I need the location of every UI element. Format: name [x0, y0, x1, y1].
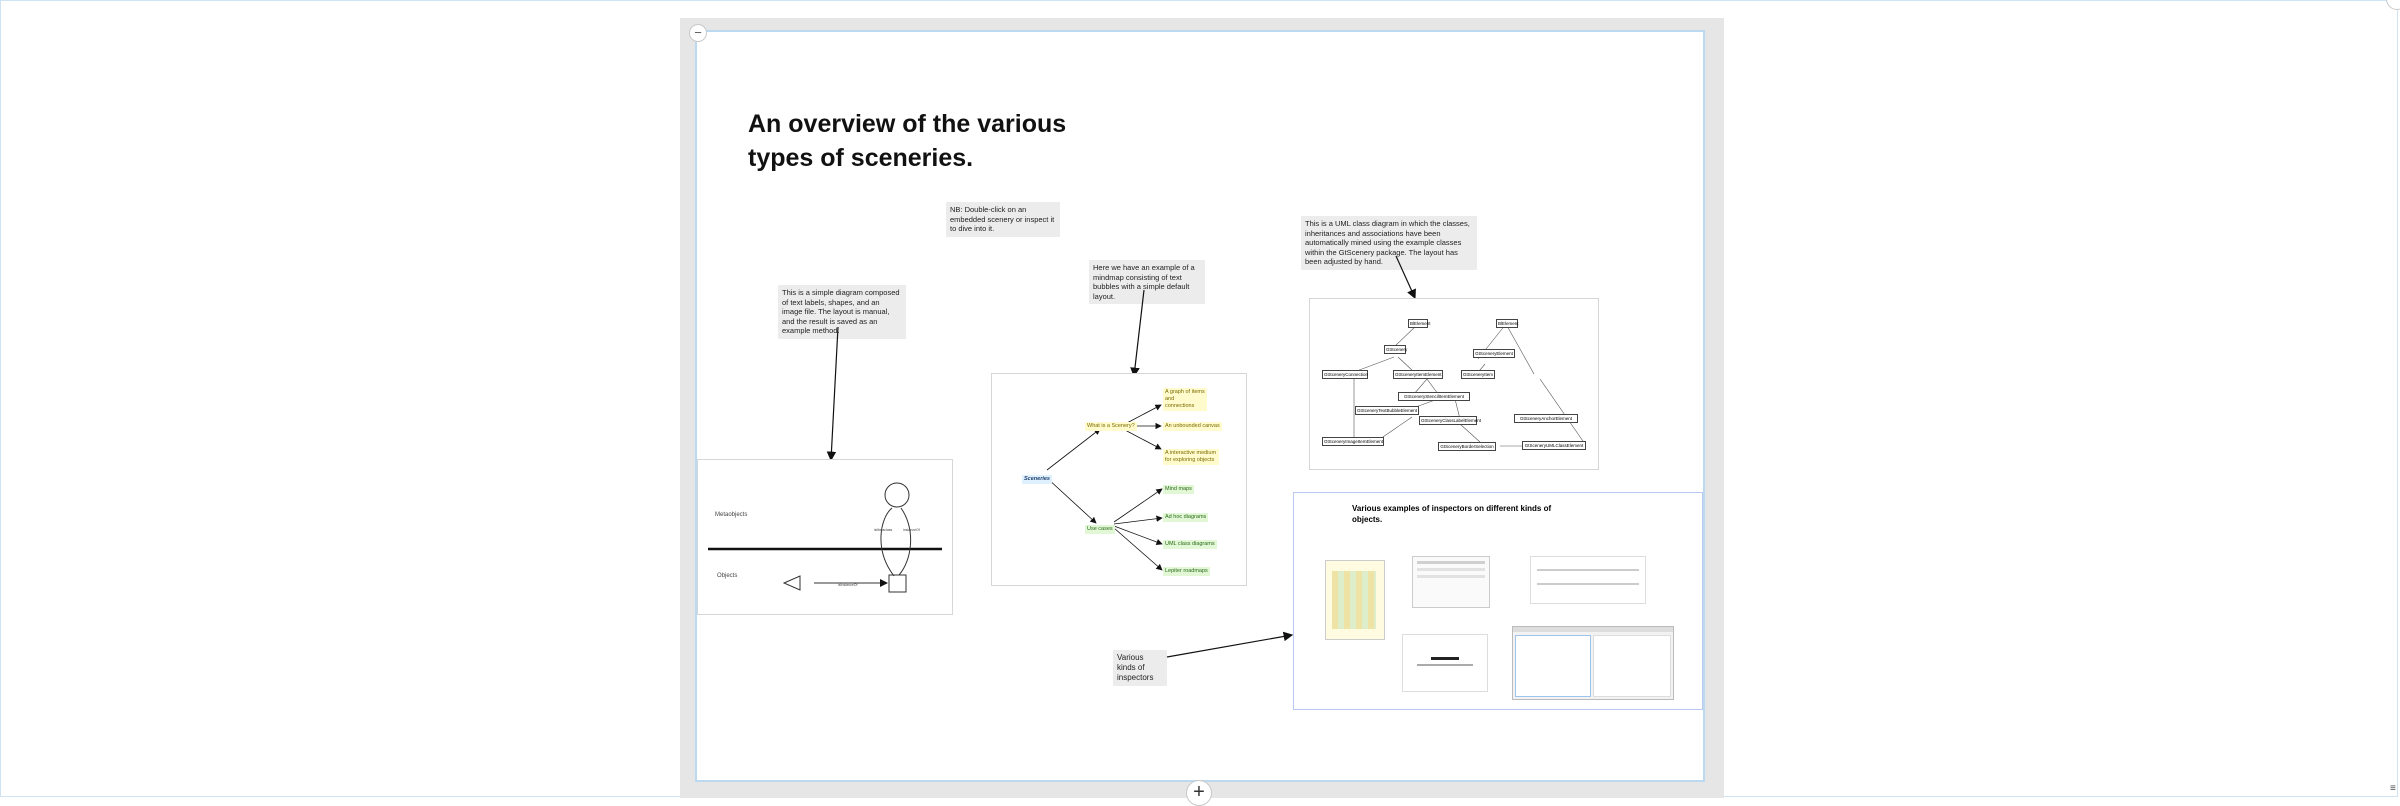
uml-class-box[interactable]: GtSceneryItemElement [1393, 370, 1443, 379]
collapse-button[interactable]: − [689, 24, 707, 42]
minus-icon: − [694, 25, 702, 40]
inspector-thumb-table[interactable] [1412, 556, 1490, 608]
diagram-panel[interactable]: Metaobjects Objects isMetaclass instance… [697, 459, 953, 615]
uml-class-box[interactable]: GtSceneryImageItemElement [1322, 437, 1384, 446]
diagram-connector [826, 326, 839, 462]
page-title: An overview of the various types of scen… [748, 110, 1067, 172]
inspector-thumb-editor[interactable] [1512, 626, 1674, 700]
uml-class-box[interactable]: BlElement [1496, 319, 1519, 328]
mindmap-leaf[interactable]: An unbounded canvas [1163, 422, 1222, 431]
bottom-arrow-label: isInstanceOf [838, 583, 858, 587]
uml-class-box[interactable]: BlElement [1408, 319, 1431, 328]
mindmap-panel[interactable]: Sceneries What is a Scenery? Use cases A… [991, 373, 1247, 586]
objects-label: Objects [717, 573, 738, 579]
uml-class-box[interactable]: GtSceneryClassLabelElement [1419, 416, 1482, 425]
inspectors-connector [1166, 631, 1294, 658]
mindmap-leaf[interactable]: Mind maps [1163, 485, 1194, 494]
inspectors-note[interactable]: Various kinds of inspectors [1113, 650, 1167, 686]
mindmap-leaf[interactable]: UML class diagrams [1163, 540, 1217, 549]
nb-note[interactable]: NB: Double-click on an embedded scenery … [946, 202, 1060, 237]
instance-label-left: isMetaclass [874, 528, 893, 532]
metaobjects-label: Metaobjects [715, 512, 748, 518]
mindmap-use-cases[interactable]: Use cases [1085, 525, 1115, 534]
diagram-note[interactable]: This is a simple diagram composed of tex… [778, 285, 906, 339]
mindmap-edges [1046, 404, 1163, 571]
diagram-drawing [708, 482, 942, 593]
uml-class-box[interactable]: GtSceneryAnchorElement [1514, 414, 1578, 423]
inspector-thumb-board[interactable] [1325, 560, 1385, 640]
inspectors-title: Various examples of inspectors on differ… [1352, 504, 1552, 524]
uml-note[interactable]: This is a UML class diagram in which the… [1301, 216, 1477, 270]
mindmap-connector [1130, 289, 1145, 378]
menu-icon[interactable]: ≡ [2390, 783, 2396, 794]
uml-class-box[interactable]: GtSceneryElement [1473, 349, 1515, 358]
mindmap-leaf[interactable]: Ad hoc diagrams [1163, 513, 1209, 522]
inspector-thumb-text[interactable] [1402, 634, 1488, 692]
mindmap-leaf[interactable]: A graph of items and connections [1163, 388, 1207, 411]
uml-class-box[interactable]: GtSceneryConnection [1322, 370, 1369, 379]
mindmap-what[interactable]: What is a Scenery? [1085, 422, 1137, 431]
mindmap-leaf[interactable]: A interactive medium for exploring objec… [1163, 449, 1219, 465]
mindmap-leaf[interactable]: Lepiter roadmaps [1163, 567, 1210, 576]
plus-icon: + [1193, 781, 1205, 803]
instance-label-right: instanceOf [903, 528, 920, 532]
uml-class-box[interactable]: GtSceneryTextBubbleElement [1355, 406, 1419, 415]
mindmap-root[interactable]: Sceneries [1022, 475, 1052, 484]
uml-class-box[interactable]: GtSceneryBorderSelection [1438, 442, 1496, 451]
uml-class-box[interactable]: GtSceneryUMLClassElement [1522, 441, 1586, 450]
mindmap-note[interactable]: Here we have an example of a mindmap con… [1089, 260, 1205, 304]
uml-class-box[interactable]: GtScenery [1384, 345, 1408, 354]
uml-class-box[interactable]: GtSceneryItem [1461, 370, 1495, 379]
uml-class-box[interactable]: GtSceneryStencilItemElement [1398, 392, 1470, 401]
uml-panel[interactable]: BlElement BlElement GtScenery GtSceneryE… [1309, 298, 1599, 470]
inspector-thumb-values[interactable] [1530, 556, 1646, 604]
uml-connector [1395, 255, 1416, 300]
